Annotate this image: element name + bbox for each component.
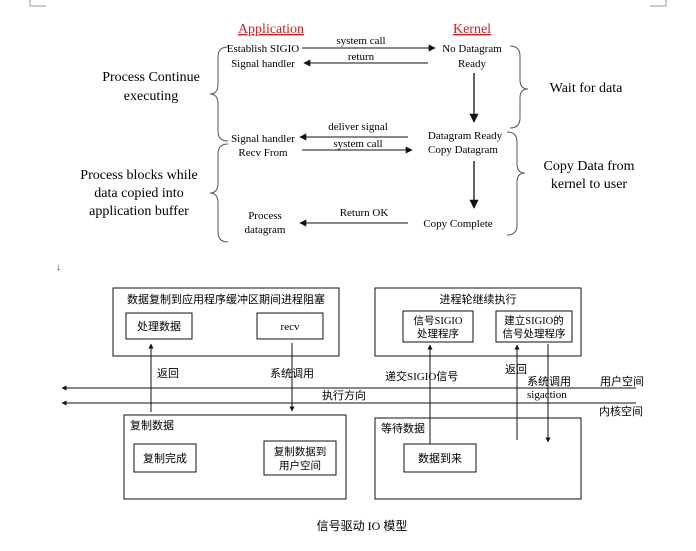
kernel-header: Kernel: [453, 22, 491, 37]
setup-handler-label-2: 信号处理程序: [503, 327, 566, 340]
wait-data-box: [374, 417, 582, 500]
syscall-right-label: 系统调用: [527, 375, 571, 388]
data-arrived-label: 数据到来: [418, 451, 462, 465]
process-continue-label: Process Continue: [102, 70, 200, 85]
right-brace-1: [509, 45, 529, 129]
datagram-label: datagram: [245, 224, 286, 236]
setup-handler-box: [495, 310, 573, 343]
system-call-label-1: system call: [336, 35, 385, 47]
kernel-to-user-label: kernel to user: [551, 177, 628, 192]
return-left-label: 返回: [157, 367, 179, 380]
no-datagram-label: No Datagram: [442, 43, 502, 55]
copy-complete-label: Copy Complete: [423, 218, 492, 230]
page-corner-marks: [29, 0, 667, 7]
sigio-handler-label-1: 信号SIGIO: [414, 315, 463, 327]
sigio-handler-label-2: 处理程序: [417, 327, 459, 340]
signal-handler-label: Signal handler: [231, 58, 295, 70]
ready-label: Ready: [458, 58, 487, 70]
application-buffer-label: application buffer: [89, 204, 189, 219]
top-sequence-diagram: Application Kernel Establish SIGIO Signa…: [80, 22, 635, 243]
exec-direction-label: 执行方向: [322, 388, 366, 402]
continue-box-title: 进程轮继续执行: [440, 292, 517, 306]
copy-datagram-label: Copy Datagram: [428, 144, 498, 156]
copy-to-user-box: [263, 440, 337, 476]
right-brace-2: [506, 131, 526, 236]
return-ok-label: Return OK: [340, 207, 389, 219]
copy-done-box: [133, 443, 197, 473]
signal-handler-label-2: Signal handler: [231, 133, 295, 145]
paragraph-mark: ↓: [56, 262, 61, 273]
process-blocks-label: Process blocks while: [80, 168, 197, 183]
copy-data-from-label: Copy Data from: [544, 159, 635, 174]
process-data-box: [125, 312, 193, 340]
executing-label: executing: [124, 89, 178, 104]
copy-box-title: 复制数据: [130, 418, 174, 432]
establish-sigio-label: Establish SIGIO: [227, 43, 299, 55]
continue-process-box: [374, 287, 582, 357]
wait-for-data-label: Wait for data: [550, 81, 624, 96]
datagram-ready-label: Datagram Ready: [428, 130, 503, 142]
copy-to-user-label-1: 复制数据到: [274, 445, 327, 458]
return-label-1: return: [348, 51, 375, 63]
left-brace-2: [209, 143, 229, 243]
wait-box-title: 等待数据: [381, 421, 425, 435]
figure-caption: 信号驱动 IO 模型: [317, 519, 408, 533]
copy-done-label: 复制完成: [143, 451, 187, 465]
recv-box: [256, 312, 324, 340]
data-arrived-box: [403, 443, 477, 473]
blocked-box-title: 数据复制到应用程序缓冲区期间进程阻塞: [127, 292, 325, 306]
return-right-label: 返回: [505, 363, 527, 376]
left-brace-1: [209, 46, 229, 142]
blocked-process-box: [112, 287, 340, 357]
application-header: Application: [238, 22, 304, 37]
recv-label: recv: [281, 321, 300, 333]
deliver-signal-label: deliver signal: [328, 121, 388, 133]
process-label: Process: [248, 210, 282, 222]
syscall-left-label: 系统调用: [270, 367, 314, 380]
sigio-handler-box: [402, 310, 474, 343]
system-call-label-2: system call: [333, 138, 382, 150]
kernel-space-label: 内核空间: [599, 404, 643, 418]
process-data-label: 处理数据: [137, 319, 181, 333]
user-space-label: 用户空间: [600, 374, 644, 388]
bottom-io-model-diagram: 数据复制到应用程序缓冲区期间进程阻塞 处理数据 recv 进程轮继续执行 信号S…: [61, 287, 644, 533]
recv-from-label: Recv From: [238, 147, 288, 159]
sigaction-label: sigaction: [527, 389, 567, 401]
setup-handler-label-1: 建立SIGIO的: [504, 314, 564, 327]
data-copied-label: data copied into: [94, 186, 183, 201]
copy-to-user-label-2: 用户空间: [279, 459, 321, 472]
copy-data-box: [123, 414, 347, 500]
deliver-sigio-label: 递交SIGIO信号: [385, 369, 458, 383]
